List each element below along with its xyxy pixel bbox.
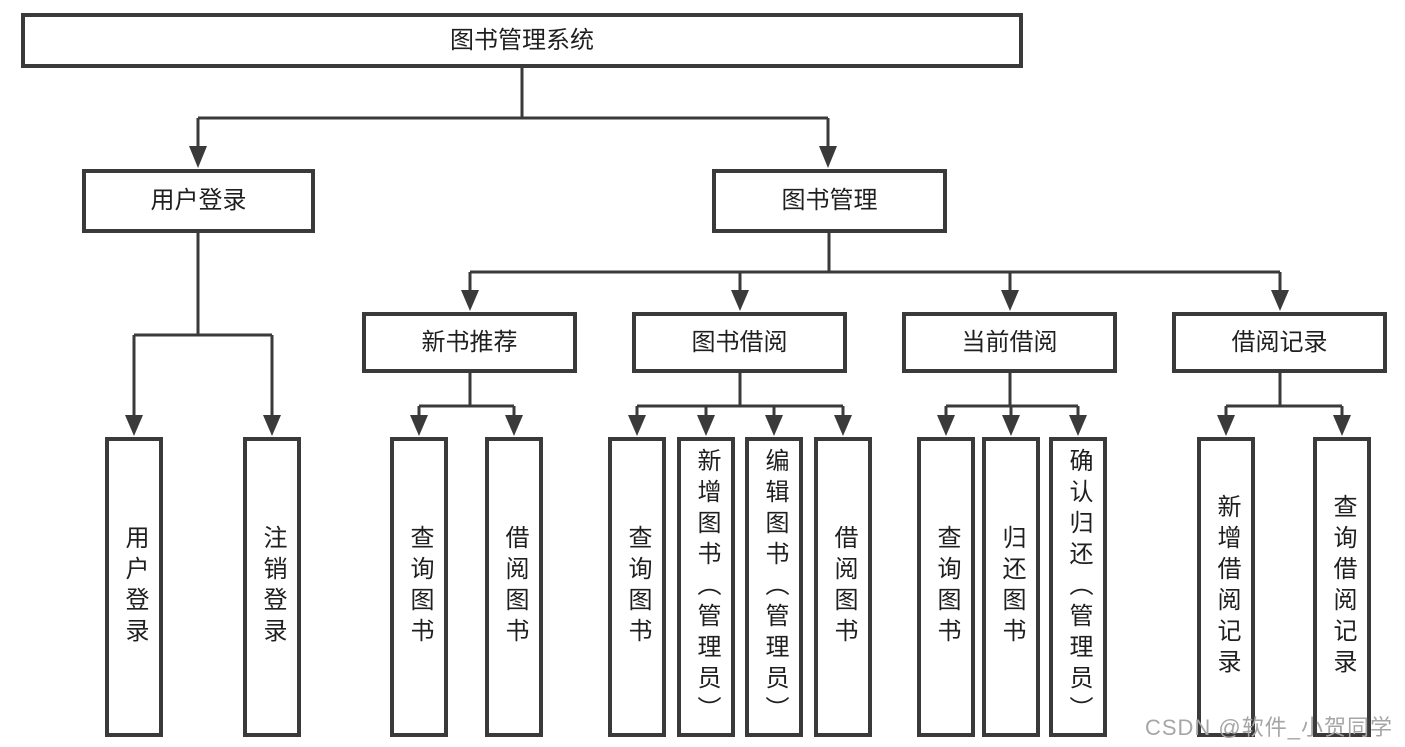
leaf-user-login: 用户登录	[105, 437, 163, 737]
leaf-record-add: 新增借阅记录	[1197, 437, 1255, 737]
leaf-borrow-query-label: 查询图书	[624, 525, 651, 649]
leaf-borrow-query: 查询图书	[608, 437, 666, 737]
leaf-borrow-add-admin: 新增图书（管理员）	[677, 437, 735, 737]
leaf-record-query: 查询借阅记录	[1313, 437, 1371, 737]
leaf-newbook-query: 查询图书	[390, 437, 448, 737]
node-borrow-records-label: 借阅记录	[1231, 328, 1328, 356]
leaf-current-query: 查询图书	[917, 437, 975, 737]
node-new-book-recommend-label: 新书推荐	[421, 328, 518, 356]
leaf-current-query-label: 查询图书	[933, 525, 960, 649]
leaf-logout-label: 注销登录	[259, 525, 286, 649]
leaf-borrow-edit-admin: 编辑图书（管理员）	[745, 437, 803, 737]
leaf-record-add-label: 新增借阅记录	[1213, 494, 1240, 680]
csdn-watermark: CSDN @软件_小贺同学	[1144, 715, 1393, 740]
leaf-current-return: 归还图书	[982, 437, 1040, 737]
node-root-system: 图书管理系统	[21, 13, 1023, 68]
leaf-newbook-borrow-label: 借阅图书	[501, 525, 528, 649]
node-current-borrow: 当前借阅	[902, 312, 1117, 373]
node-current-borrow-label: 当前借阅	[961, 328, 1058, 356]
leaf-user-login-label: 用户登录	[121, 525, 148, 649]
leaf-borrow-book-label: 借阅图书	[830, 525, 857, 649]
leaf-newbook-borrow: 借阅图书	[485, 437, 543, 737]
node-book-management-label: 图书管理	[781, 187, 878, 214]
leaf-borrow-book: 借阅图书	[814, 437, 872, 737]
leaf-record-query-label: 查询借阅记录	[1329, 494, 1356, 680]
node-borrow-records: 借阅记录	[1172, 312, 1387, 373]
leaf-current-confirm-admin: 确认归还（管理员）	[1049, 437, 1107, 737]
leaf-current-return-label: 归还图书	[998, 525, 1025, 649]
node-new-book-recommend: 新书推荐	[362, 312, 577, 373]
leaf-borrow-add-admin-label: 新增图书（管理员）	[693, 447, 720, 727]
node-book-management: 图书管理	[712, 169, 947, 233]
leaf-newbook-query-label: 查询图书	[406, 525, 433, 649]
node-user-login-label: 用户登录	[150, 187, 247, 214]
node-root-label: 图书管理系统	[450, 26, 594, 54]
leaf-current-confirm-admin-label: 确认归还（管理员）	[1065, 447, 1092, 727]
node-book-borrow: 图书借阅	[632, 312, 847, 373]
leaf-logout: 注销登录	[243, 437, 301, 737]
node-book-borrow-label: 图书借阅	[691, 328, 788, 356]
node-user-login: 用户登录	[82, 169, 315, 233]
leaf-borrow-edit-admin-label: 编辑图书（管理员）	[761, 447, 788, 727]
